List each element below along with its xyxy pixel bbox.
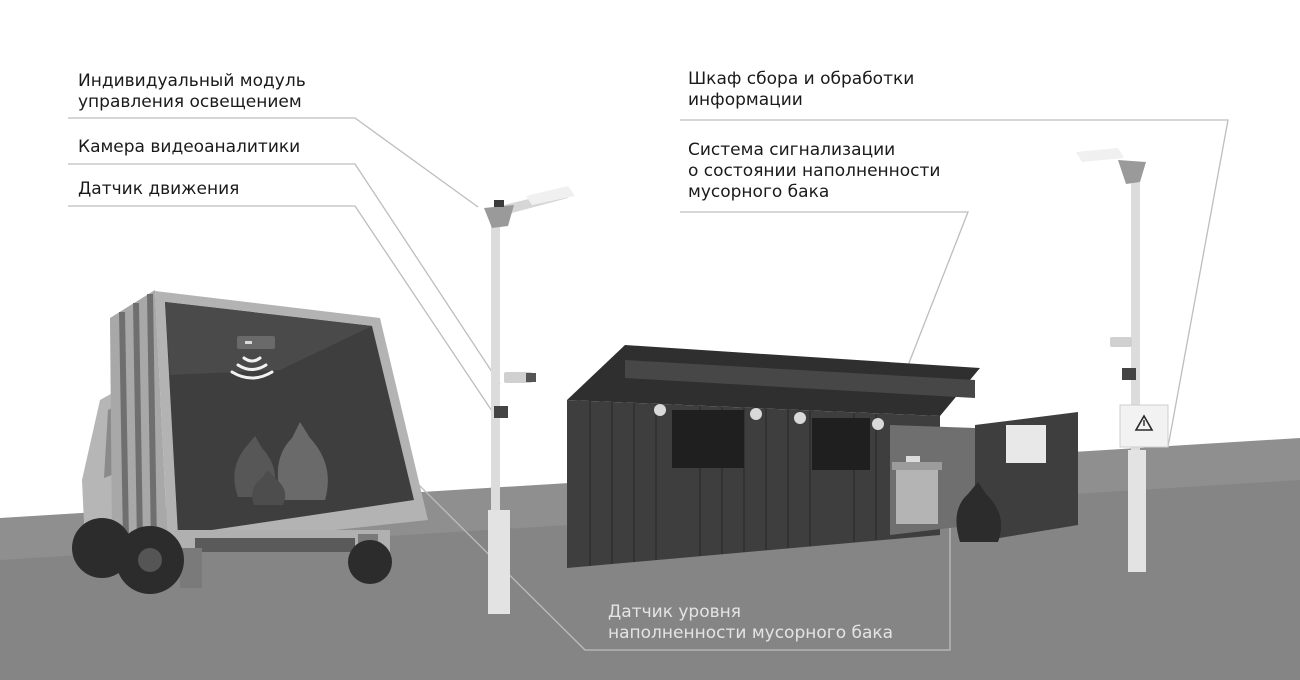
label-motion-sensor: Датчик движения (78, 179, 240, 199)
label-alarm-system-line-2: о состоянии наполненности (688, 161, 941, 181)
shelter-plank-lines (589, 401, 877, 566)
garbage-truck (72, 290, 428, 594)
lamp-pole-left (491, 215, 500, 515)
lighting-control-module-left (484, 205, 514, 228)
video-camera-right (1110, 337, 1132, 347)
label-camera: Камера видеоаналитики (78, 137, 301, 157)
wireless-signal-icon (230, 356, 274, 380)
truck-mud-flap-left (180, 548, 202, 588)
shelter-window-left (672, 410, 744, 468)
lighting-control-module-cap (494, 200, 504, 207)
label-fill-sensor-line-2: наполненности мусорного бака (608, 623, 894, 643)
fill-level-sensor-truck-led (245, 341, 252, 344)
shelter-light-3 (794, 412, 806, 424)
label-info-cabinet: Шкаф сбора и обработки информации (688, 69, 914, 111)
label-alarm-system: Система сигнализации о состоянии наполне… (688, 140, 940, 203)
waste-bin (896, 468, 938, 524)
waste-container-shelter (567, 345, 1078, 568)
label-lighting-module-line-1: Индивидуальный модуль (78, 71, 306, 91)
leader-line-lighting-module (68, 117, 479, 208)
warning-icon (1134, 414, 1154, 431)
label-fill-sensor-line-1: Датчик уровня (608, 602, 741, 622)
lighting-control-module-right (1118, 160, 1146, 184)
fill-level-sensor-bin (906, 456, 920, 462)
video-camera-lens-left (526, 373, 536, 382)
lamp-pole-right (1131, 178, 1140, 458)
video-camera-left (504, 372, 532, 383)
label-alarm-system-line-3: мусорного бака (688, 182, 830, 202)
lamp-head-right (1076, 148, 1124, 162)
lamp-head-left (526, 186, 575, 205)
lamp-base-left (488, 510, 510, 614)
leader-line-alarm-system (680, 211, 969, 433)
label-fill-sensor: Датчик уровня наполненности мусорного ба… (608, 602, 893, 644)
fill-level-sensor-truck (237, 336, 275, 349)
motion-sensor-left (494, 406, 508, 418)
label-info-cabinet-line-1: Шкаф сбора и обработки (688, 69, 915, 89)
leader-lines (68, 117, 1229, 651)
garbage-bags-truck (234, 422, 328, 505)
garbage-bag-shelter (956, 482, 1002, 542)
truck-wheel-right (348, 540, 392, 584)
lamp-base-right (1128, 450, 1146, 572)
shelter-light-4 (872, 418, 884, 430)
street-lamp-left (484, 186, 575, 614)
leader-line-motion-sensor (68, 205, 499, 421)
waste-bin-lid (892, 462, 942, 470)
truck-body-ribs (119, 293, 157, 547)
shelter-light-1 (654, 404, 666, 416)
shelter-door (975, 412, 1078, 542)
label-info-cabinet-line-2: информации (688, 90, 803, 110)
truck-bumper-gap (195, 538, 355, 552)
leader-line-fill-sensor-left (277, 344, 951, 651)
label-lighting-module-line-2: управления освещением (78, 92, 302, 112)
label-lighting-module: Индивидуальный модуль управления освещен… (78, 71, 306, 113)
motion-sensor-right (1122, 368, 1136, 380)
leader-line-info-cabinet (680, 119, 1229, 448)
leader-line-camera (68, 163, 501, 385)
shelter-roof-vents (625, 360, 975, 398)
label-alarm-system-line-1: Система сигнализации (688, 140, 896, 160)
truck-wheel-rear-hub (138, 548, 162, 572)
street-lamp-right (1076, 148, 1169, 572)
shelter-light-2 (750, 408, 762, 420)
shelter-door-window (1006, 425, 1046, 463)
shelter-window-right (812, 418, 870, 470)
